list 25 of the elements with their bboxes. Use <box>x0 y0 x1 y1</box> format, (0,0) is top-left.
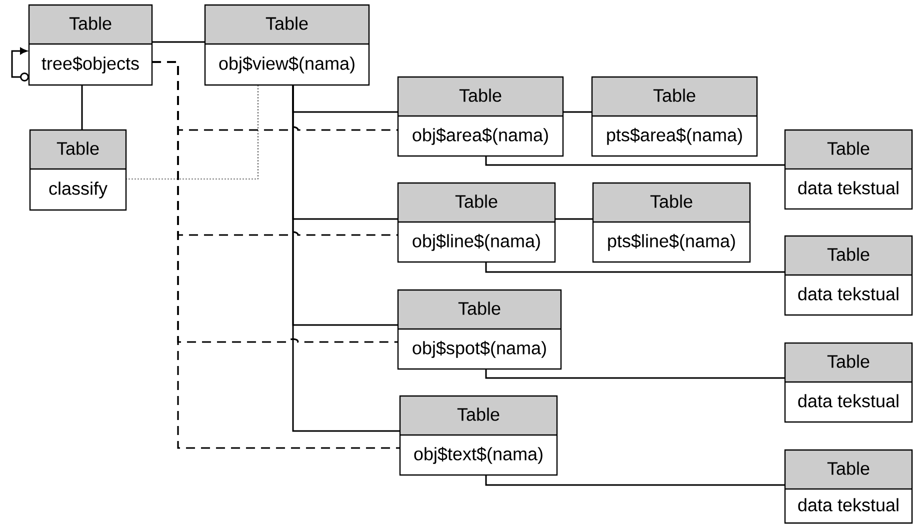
table-box: Table obj$area$(nama) <box>397 76 564 157</box>
connector <box>81 85 83 130</box>
connector <box>563 111 592 113</box>
table-box: Table data tekstual <box>784 235 913 316</box>
table-box: Table obj$line$(nama) <box>397 182 556 263</box>
connector <box>292 85 400 432</box>
table-box: Table pts$line$(nama) <box>592 182 751 263</box>
connector <box>485 262 785 273</box>
table-box: Table data tekstual <box>784 342 913 423</box>
connector <box>485 156 785 166</box>
connector <box>555 218 593 220</box>
connector <box>152 41 205 43</box>
table-box: Table data tekstual <box>784 449 913 524</box>
table-box: Table pts$area$(nama) <box>591 76 758 157</box>
table-box: Table tree$objects <box>28 4 153 86</box>
connector <box>152 61 400 449</box>
table-box: Table data tekstual <box>784 129 913 210</box>
table-box: Table obj$text$(nama) <box>399 395 558 476</box>
connector <box>485 369 785 379</box>
connector <box>485 475 785 486</box>
table-box: Table classify <box>29 129 127 211</box>
connector <box>11 48 29 82</box>
connector <box>126 84 258 180</box>
table-box: Table obj$view$(nama) <box>204 4 370 86</box>
table-box: Table obj$spot$(nama) <box>397 289 562 370</box>
